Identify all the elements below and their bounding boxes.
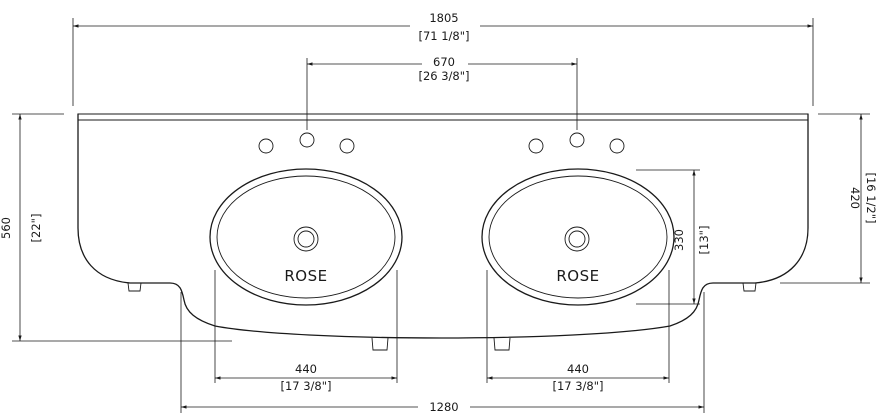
faucet-holes-right: [528, 132, 625, 154]
bowl-depth-value: 330: [672, 229, 686, 251]
left-bowl-width-value: 440: [295, 362, 317, 376]
bowl-label: ROSE: [556, 267, 599, 285]
bowl-label: ROSE: [284, 267, 327, 285]
dimension-left-bowl-width: 440 [17 3/8"]: [214, 270, 398, 393]
faucet-hole: [299, 132, 315, 148]
drain-outer: [293, 226, 319, 252]
dimension-bowl-depth: 330 [13"]: [636, 169, 711, 305]
right-wing-foot: [742, 282, 757, 292]
faucet-hole: [339, 138, 355, 154]
wing-depth-value: 420: [848, 187, 862, 209]
faucet-holes-left: [258, 132, 355, 154]
overall-depth-imperial: [22"]: [29, 214, 43, 243]
bowl-rim-inner: [216, 175, 396, 299]
faucet-hole: [528, 138, 544, 154]
bowl-rim-outer: [481, 168, 675, 306]
drain-inner: [568, 230, 586, 248]
overall-width-value: 1805: [429, 11, 458, 25]
right-bowl-width-imperial: [17 3/8"]: [552, 379, 603, 393]
drain-inner: [297, 230, 315, 248]
countertop: [77, 113, 809, 351]
right-center-foot: [493, 337, 511, 351]
drain-outer: [564, 226, 590, 252]
dimension-center-width: 1280: [180, 292, 705, 414]
right-bowl: ROSE: [481, 168, 675, 306]
dimension-overall-width: 1805 [71 1/8"]: [72, 11, 814, 106]
left-bowl-width-imperial: [17 3/8"]: [280, 379, 331, 393]
dimension-overall-depth: 560 [22"]: [0, 113, 232, 342]
overall-width-imperial: [71 1/8"]: [418, 29, 469, 43]
left-wing-foot: [127, 282, 142, 292]
wing-depth-imperial: [16 1/2"]: [864, 172, 878, 223]
right-bowl-width-value: 440: [567, 362, 589, 376]
bowl-depth-imperial: [13"]: [697, 226, 711, 255]
dimension-faucet-spacing: 670 [26 3/8"]: [306, 55, 578, 130]
faucet-hole: [569, 132, 585, 148]
left-bowl: ROSE: [209, 168, 403, 306]
center-width-value: 1280: [429, 400, 458, 414]
bowl-rim-inner: [488, 175, 668, 299]
faucet-spacing-imperial: [26 3/8"]: [418, 69, 469, 83]
overall-depth-value: 560: [0, 217, 13, 239]
dimension-wing-depth: 420 [16 1/2"]: [780, 113, 878, 284]
countertop-outline: [77, 113, 809, 339]
dimension-right-bowl-width: 440 [17 3/8"]: [486, 270, 670, 393]
left-center-foot: [371, 337, 389, 351]
faucet-hole: [609, 138, 625, 154]
faucet-hole: [258, 138, 274, 154]
faucet-spacing-value: 670: [433, 55, 455, 69]
bowl-rim-outer: [209, 168, 403, 306]
